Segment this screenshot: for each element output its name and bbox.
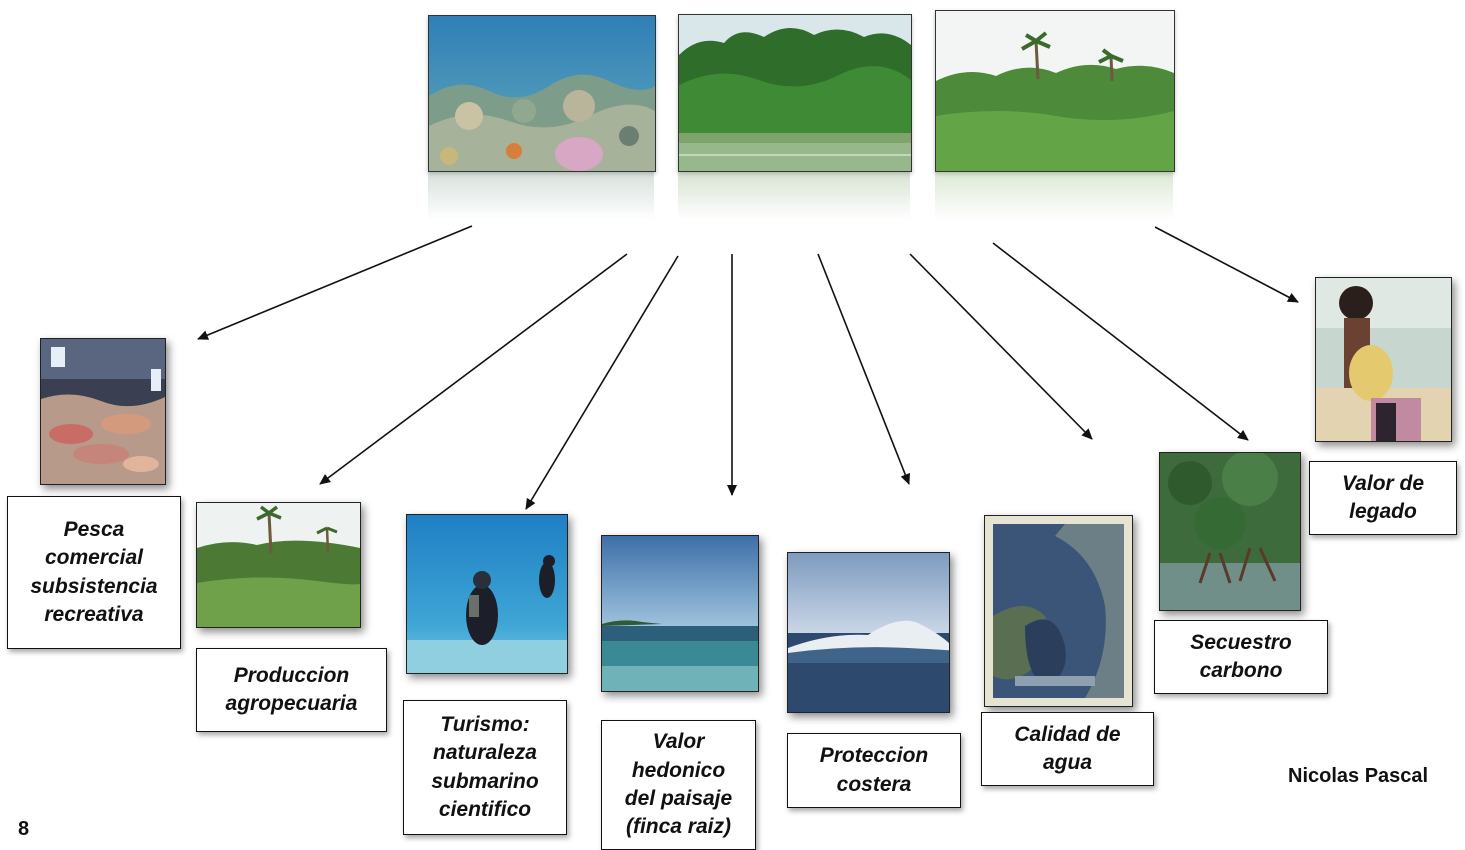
label-legado: Valor de legado: [1309, 461, 1457, 535]
label-pesca: Pesca comercial subsistencia recreativa: [7, 496, 181, 649]
fish-market-photo: [40, 338, 166, 485]
mangrove-photo: [678, 14, 912, 172]
arrow-to-turismo: [525, 255, 679, 510]
label-secuestro: Secuestro carbono: [1154, 620, 1328, 694]
coral-reef-reflection: [428, 172, 654, 220]
coral-reef-photo: [428, 15, 656, 172]
wave-photo: [787, 552, 950, 713]
author-name: Nicolas Pascal: [1288, 765, 1429, 787]
child-with-fish-photo: [1315, 277, 1452, 442]
label-proteccion: Proteccion costera: [787, 733, 961, 808]
label-turismo: Turismo: naturaleza submarino cientifico: [403, 700, 567, 835]
arrow-to-pesca: [197, 225, 473, 340]
satellite-water-photo: [984, 515, 1133, 707]
beach-landscape-photo: [601, 535, 759, 692]
label-valor-hedonico: Valor hedonico del paisaje (finca raiz): [601, 720, 756, 850]
arrow-to-secuestro: [992, 242, 1249, 441]
arrow-to-legado: [1154, 226, 1299, 303]
arrow-to-calidad: [909, 253, 1093, 440]
coastal-vegetation-photo: [935, 10, 1175, 172]
coastal-vegetation-reflection: [935, 172, 1173, 220]
page-number: 8: [18, 818, 30, 840]
arrow-to-produccion: [319, 253, 628, 485]
mangrove-reflection: [678, 172, 910, 220]
diving-photo: [406, 514, 568, 674]
mangrove-roots-photo: [1159, 452, 1301, 611]
agriculture-photo: [196, 502, 361, 628]
label-produccion: Produccion agropecuaria: [196, 648, 387, 732]
label-calidad: Calidad de agua: [981, 712, 1154, 786]
arrow-to-proteccion: [817, 253, 910, 485]
